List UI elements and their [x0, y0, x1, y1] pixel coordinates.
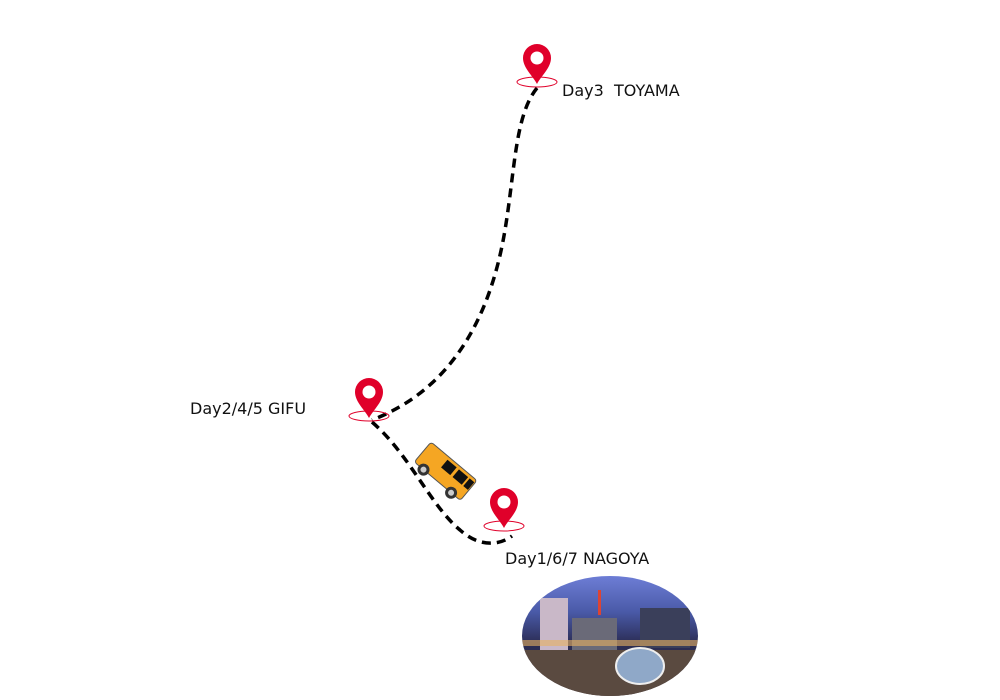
car-icon: [415, 442, 477, 500]
nagoya-city-photo: [522, 576, 698, 696]
pin-gifu[interactable]: [348, 378, 390, 422]
pin-toyama[interactable]: [516, 44, 558, 88]
route-toyama-gifu: [371, 86, 539, 422]
stop-label-nagoya: Day1/6/7 NAGOYA: [505, 549, 650, 568]
stop-label-gifu: Day2/4/5 GIFU: [190, 399, 307, 418]
stop-label-toyama: Day3 TOYAMA: [562, 81, 680, 100]
pin-nagoya[interactable]: [483, 488, 525, 532]
route-gifu-nagoya: [370, 420, 514, 545]
